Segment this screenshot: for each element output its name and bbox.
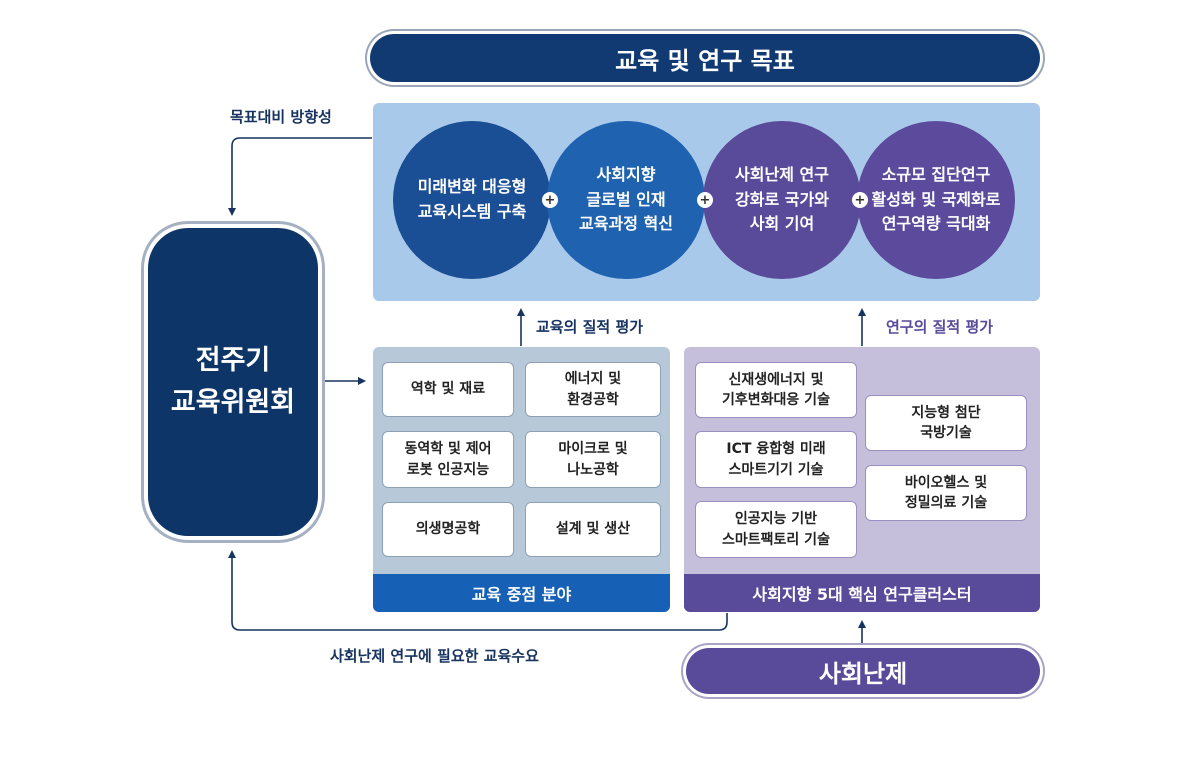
research-clusters-title: 사회지향 5대 핵심 연구클러스터: [684, 574, 1040, 612]
goals-title-pill: 교육 및 연구 목표: [370, 34, 1040, 82]
goal-circle-3: 사회난제 연구 강화로 국가와 사회 기여: [703, 121, 861, 279]
council-box: 전주기 교육위원회: [148, 228, 318, 536]
demand-label: 사회난제 연구에 필요한 교육수요: [330, 647, 539, 665]
edu-field-item: 동역학 및 제어 로봇 인공지능: [382, 431, 514, 488]
edu-fields-panel: 역학 및 재료 에너지 및 환경공학 동역학 및 제어 로봇 인공지능 마이크로…: [373, 347, 670, 612]
council-line-2: 교육위원회: [170, 387, 296, 418]
direction-arrow: [228, 137, 372, 216]
research-cluster-item: 지능형 첨단 국방기술: [865, 395, 1027, 451]
edu-field-item: 마이크로 및 나노공학: [525, 431, 661, 488]
research-cluster-item: 신재생에너지 및 기후변화대응 기술: [695, 362, 857, 418]
edu-field-item: 설계 및 생산: [525, 502, 661, 557]
goal-circle-2: 사회지향 글로벌 인재 교육과정 혁신: [547, 121, 705, 279]
edu-eval-label: 교육의 질적 평가: [536, 318, 644, 336]
council-line-1: 전주기: [195, 345, 271, 377]
goal-circle-1: 미래변화 대응형 교육시스템 구축: [393, 121, 551, 279]
edu-field-item: 역학 및 재료: [382, 362, 514, 417]
direction-label: 목표대비 방향성: [230, 108, 332, 126]
edu-field-item: 에너지 및 환경공학: [525, 362, 661, 417]
research-cluster-item: ICT 융합형 미래 스마트기기 기술: [695, 431, 857, 488]
plus-icon: +: [542, 192, 558, 208]
edu-fields-title: 교육 중점 분야: [373, 574, 670, 612]
plus-icon: +: [697, 192, 713, 208]
edu-field-item: 의생명공학: [382, 502, 514, 557]
res-eval-label: 연구의 질적 평가: [886, 318, 994, 336]
research-cluster-item: 바이오헬스 및 정밀의료 기술: [865, 465, 1027, 521]
goal-circle-4: 소규모 집단연구 활성화 및 국제화로 연구역량 극대화: [857, 121, 1015, 279]
demand-arrow: [228, 550, 728, 631]
plus-icon: +: [852, 192, 868, 208]
research-clusters-panel: 신재생에너지 및 기후변화대응 기술 ICT 융합형 미래 스마트기기 기술 인…: [684, 347, 1040, 612]
research-cluster-item: 인공지능 기반 스마트팩토리 기술: [695, 501, 857, 558]
social-problem-pill: 사회난제: [686, 648, 1040, 694]
